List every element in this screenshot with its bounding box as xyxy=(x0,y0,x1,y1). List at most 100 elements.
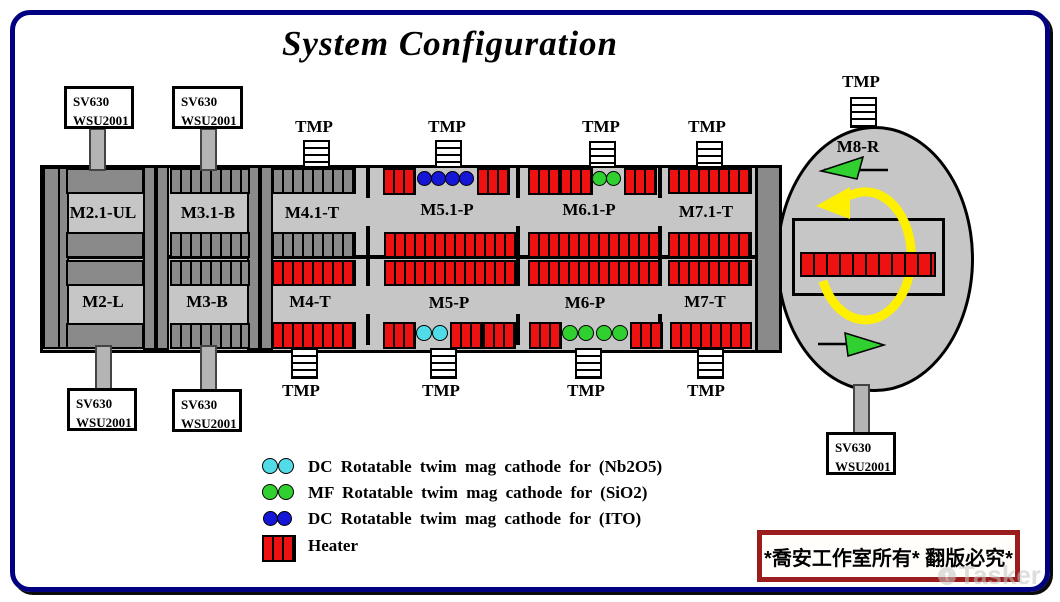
m5-heater-bottom-right xyxy=(483,322,516,349)
m2-bar-upper-mid xyxy=(66,232,144,258)
tmp-label: TMP xyxy=(422,381,460,400)
divider-m4-m5-mid xyxy=(366,226,370,286)
m7-heater-bottom xyxy=(670,322,752,349)
cathode-dot-blue xyxy=(417,171,432,186)
chamber-left-cap-inner xyxy=(58,167,69,349)
valve-line2: WSU2001 xyxy=(76,414,132,430)
tmp-pump-flange xyxy=(589,141,616,168)
tmp-pump-flange xyxy=(697,348,724,379)
tmp-pump-flange xyxy=(303,140,330,168)
m6-heater-lower-mid xyxy=(528,260,660,286)
tmp-pump-flange xyxy=(435,140,462,168)
wall-m2-m3-a xyxy=(143,166,156,350)
watermark: t Tasker xyxy=(938,560,1041,591)
valve-line2: WSU2001 xyxy=(73,112,129,128)
m3-bar-upper-mid xyxy=(170,232,250,258)
divider-m4-m5-bottom xyxy=(366,314,370,345)
legend-cyan-dot xyxy=(262,458,278,474)
m2-bar-lower-mid xyxy=(66,260,144,286)
wall-m2-m3-b xyxy=(156,166,169,350)
valve-box: SV630 WSU2001 xyxy=(64,86,134,129)
valve-line1: SV630 xyxy=(181,397,218,412)
m6-heater-top-right xyxy=(624,168,657,195)
valve-stem xyxy=(89,128,106,171)
cathode-dot-green xyxy=(578,325,594,341)
legend-label-ito: DC Rotatable twim mag cathode for (ITO) xyxy=(308,509,642,528)
page-title: System Configuration xyxy=(281,24,619,63)
module-m8-label: M8-R xyxy=(836,137,880,156)
module-m3-upper-label: M3.1-B xyxy=(180,203,236,222)
cathode-dot-cyan xyxy=(432,325,448,341)
m4-heater-lower-mid xyxy=(272,260,356,286)
divider-m5-m6-bottom xyxy=(516,314,520,345)
divider-m5-m6-top xyxy=(516,168,520,198)
m7-heater-upper-mid xyxy=(668,232,752,258)
legend-blue-dot xyxy=(263,511,278,526)
valve-line1: SV630 xyxy=(835,440,872,455)
cathode-dot-blue xyxy=(459,171,474,186)
tmp-label: TMP xyxy=(567,381,605,400)
m5-heater-upper-mid xyxy=(384,232,516,258)
tmp-label: TMP xyxy=(687,381,725,400)
cathode-dot-blue xyxy=(445,171,460,186)
module-m3-lower-label: M3-B xyxy=(186,292,228,311)
m7-heater-lower-mid xyxy=(668,260,752,286)
tmp-label: TMP xyxy=(688,117,726,136)
gate-valve-m7-m8 xyxy=(755,165,782,353)
module-m2-lower-label: M2-L xyxy=(82,292,124,311)
legend-label-heater: Heater xyxy=(308,536,359,555)
module-m6-lower-label: M6-P xyxy=(564,293,606,312)
m5-heater-lower-mid xyxy=(384,260,516,286)
legend-green-dot xyxy=(262,484,278,500)
cathode-dot-green xyxy=(596,325,612,341)
m3-bar-lower-mid xyxy=(170,260,250,286)
valve-box: SV630 WSU2001 xyxy=(172,86,243,129)
m2-bar-top xyxy=(66,168,144,194)
legend-label-nb2o5: DC Rotatable twim mag cathode for (Nb2O5… xyxy=(308,457,663,476)
tmp-label: TMP xyxy=(842,72,880,91)
m4-heater-bottom xyxy=(272,322,356,349)
cathode-dot-blue xyxy=(431,171,446,186)
divider-m6-m7-mid xyxy=(658,226,662,286)
divider-m5-m6-mid xyxy=(516,226,520,286)
m7-heater-top xyxy=(668,168,752,194)
valve-box: SV630 WSU2001 xyxy=(172,389,242,432)
m4-bar-upper-mid xyxy=(272,232,356,258)
m3-bar-top xyxy=(170,168,250,194)
valve-line1: SV630 xyxy=(76,396,113,411)
page-border-frame xyxy=(10,10,1050,592)
module-m5-upper-label: M5.1-P xyxy=(420,200,474,219)
module-m4-lower-label: M4-T xyxy=(289,292,331,311)
valve-line1: SV630 xyxy=(181,94,218,109)
m6-heater-upper-mid xyxy=(528,232,660,258)
legend-cyan-dot xyxy=(278,458,294,474)
watermark-text: Tasker xyxy=(959,560,1041,590)
valve-stem xyxy=(853,384,870,437)
copyright-box: *喬安工作室所有* 翻版必究* xyxy=(757,530,1020,582)
rotation-heater-bar xyxy=(800,252,936,277)
tmp-pump-flange xyxy=(575,348,602,379)
m6-heater-bottom-right xyxy=(630,322,663,349)
tmp-pump-flange xyxy=(850,97,877,128)
tmp-pump-flange xyxy=(430,348,457,379)
module-m6-upper-label: M6.1-P xyxy=(562,200,616,219)
valve-line2: WSU2001 xyxy=(181,415,237,431)
watermark-logo-icon: t xyxy=(938,566,956,585)
valve-line2: WSU2001 xyxy=(835,458,891,474)
wall-m3-m4-a xyxy=(247,166,260,350)
tmp-label: TMP xyxy=(295,117,333,136)
module-m7-upper-label: M7.1-T xyxy=(678,202,734,221)
module-m7-lower-label: M7-T xyxy=(684,292,726,311)
legend-green-dot xyxy=(278,484,294,500)
m5-heater-bottom-mid xyxy=(450,322,483,349)
legend-label-sio2: MF Rotatable twim mag cathode for (SiO2) xyxy=(308,483,648,502)
legend-heater-block xyxy=(262,535,296,562)
m4-bar-top xyxy=(272,168,356,194)
valve-stem xyxy=(95,345,112,393)
module-m2-upper-label: M2.1-UL xyxy=(69,203,137,222)
copyright-text: *喬安工作室所有* 翻版必究* xyxy=(764,547,1013,570)
divider-m4-m5-top xyxy=(366,168,370,198)
tmp-label: TMP xyxy=(428,117,466,136)
valve-box: SV630 WSU2001 xyxy=(826,432,896,475)
